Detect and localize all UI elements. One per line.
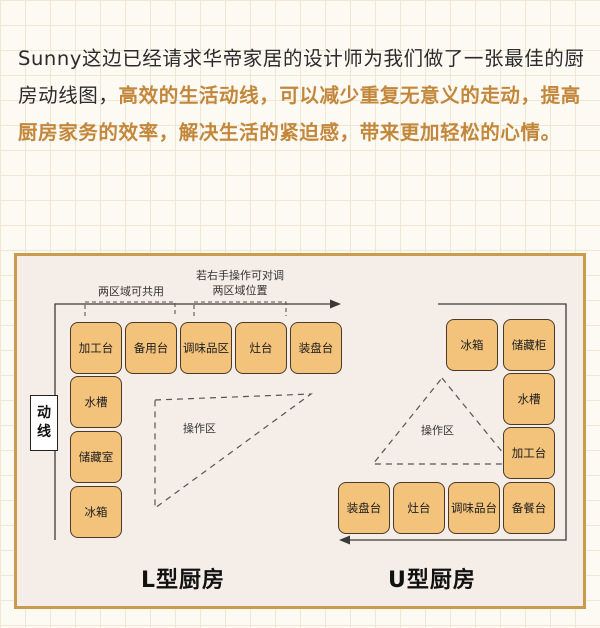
u-kitchen-title: U型厨房: [388, 568, 476, 593]
u-station-plating: 装盘台: [338, 482, 390, 534]
flow-line-label: 动 线: [30, 395, 58, 451]
note-shared-area: 两区域可共用: [98, 285, 164, 298]
u-station-stove: 灶台: [393, 482, 445, 534]
flow-line-char-1: 动: [37, 405, 51, 421]
u-work-triangle: [371, 377, 514, 465]
intro-paragraph: Sunny这边已经请求华帝家居的设计师为我们做了一张最佳的厨房动线图，高效的生活…: [18, 40, 588, 151]
l-brackets: [84, 301, 287, 316]
flow-line-char-2: 线: [37, 424, 51, 440]
note-swap-area: 若右手操作可对调两区域位置: [196, 269, 284, 297]
l-station-seasoning: 调味品区: [180, 322, 232, 374]
kitchen-diagram: 两区域可共用 若右手操作可对调两区域位置 加工台 备用台 调味品区 灶台 装盘台…: [14, 253, 586, 609]
u-station-sink: 水槽: [503, 373, 555, 425]
l-station-prep: 加工台: [70, 322, 122, 374]
u-flow-arrow: [339, 303, 567, 545]
l-station-storage: 储藏室: [70, 431, 122, 483]
u-station-serving: 备餐台: [503, 482, 555, 534]
l-work-zone-label: 操作区: [183, 422, 216, 435]
l-work-triangle: [154, 393, 313, 510]
u-work-zone-label: 操作区: [421, 424, 454, 437]
diagram-lines: [54, 299, 567, 545]
l-flow-arrow: [54, 299, 341, 540]
l-station-fridge: 冰箱: [70, 486, 122, 538]
u-station-seasoning: 调味品台: [448, 482, 500, 534]
l-station-sink: 水槽: [70, 376, 122, 428]
intro-lead: Sunny这边已经请求华帝家居的设计师为我们做了一张最佳的厨房动线图，: [18, 47, 585, 107]
l-station-plating: 装盘台: [290, 322, 342, 374]
l-station-spare: 备用台: [125, 322, 177, 374]
u-station-cabinet: 储藏柜: [503, 319, 555, 371]
u-station-fridge: 冰箱: [446, 319, 498, 371]
u-station-prep: 加工台: [503, 427, 555, 479]
l-kitchen-title: L型厨房: [141, 568, 226, 593]
l-station-stove: 灶台: [235, 322, 287, 374]
intro-highlight: 高效的生活动线，可以减少重复无意义的走动，提高厨房家务的效率，解决生活的紧迫感，…: [18, 84, 581, 144]
